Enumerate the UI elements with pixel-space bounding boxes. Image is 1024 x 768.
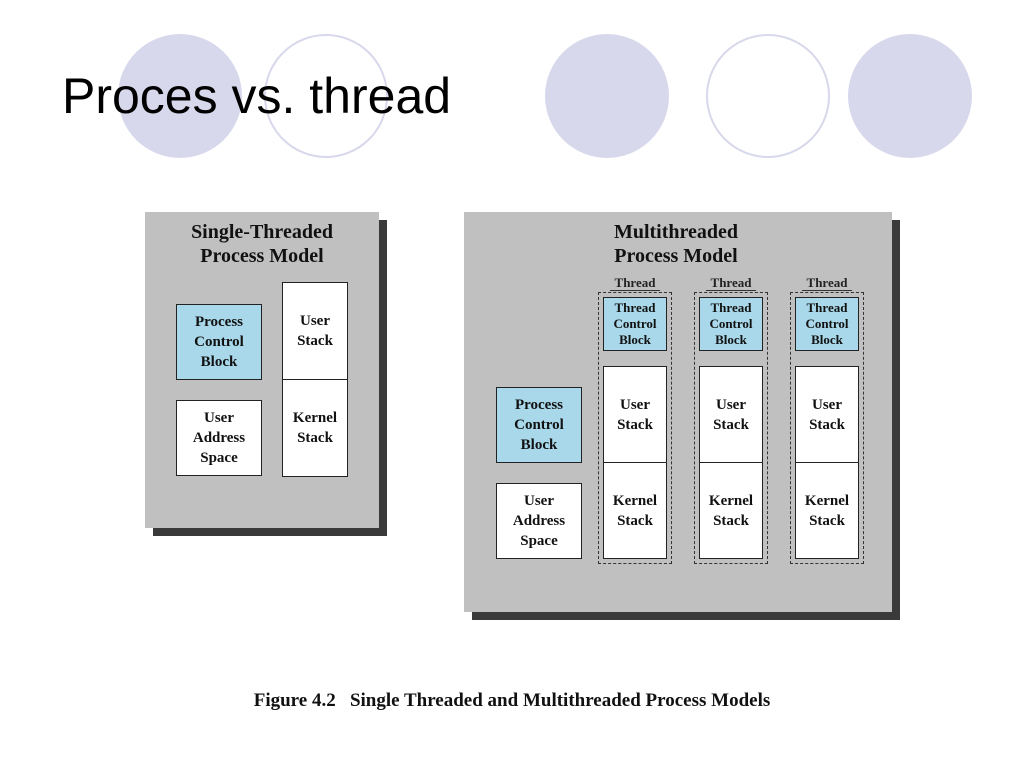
thread-boundary (598, 292, 672, 564)
kernel-stack: Kernel Stack (282, 379, 348, 477)
thread-control-block: Thread Control Block (795, 297, 859, 351)
thread-boundary (694, 292, 768, 564)
process-control-block: Process Control Block (176, 304, 262, 380)
thread-control-block: Thread Control Block (603, 297, 667, 351)
thread-control-block: Thread Control Block (699, 297, 763, 351)
kernel-stack: Kernel Stack (795, 462, 859, 559)
user-stack: User Stack (699, 366, 763, 463)
user-stack: User Stack (603, 366, 667, 463)
decor-circle-1 (118, 34, 242, 158)
thread-boundary (790, 292, 864, 564)
process-control-block: Process Control Block (496, 387, 582, 463)
kernel-stack: Kernel Stack (603, 462, 667, 559)
figure-caption: Figure 4.2 Single Threaded and Multithre… (253, 690, 771, 711)
decor-circle-2 (264, 34, 388, 158)
decor-circle-5 (848, 34, 972, 158)
decor-circle-3 (545, 34, 669, 158)
kernel-stack: Kernel Stack (699, 462, 763, 559)
decor-circle-4 (706, 34, 830, 158)
user-address-space: User Address Space (176, 400, 262, 476)
user-stack: User Stack (795, 366, 859, 463)
multithread-title: Multithreaded Process Model (613, 221, 739, 267)
user-address-space: User Address Space (496, 483, 582, 559)
user-stack: User Stack (282, 282, 348, 380)
thread-label: Thread (610, 276, 660, 291)
thread-label: Thread (802, 276, 852, 291)
slide-title: Proces vs. thread (62, 68, 452, 124)
thread-label: Thread (706, 276, 756, 291)
single-thread-title: Single-Threaded Process Model (191, 221, 333, 267)
